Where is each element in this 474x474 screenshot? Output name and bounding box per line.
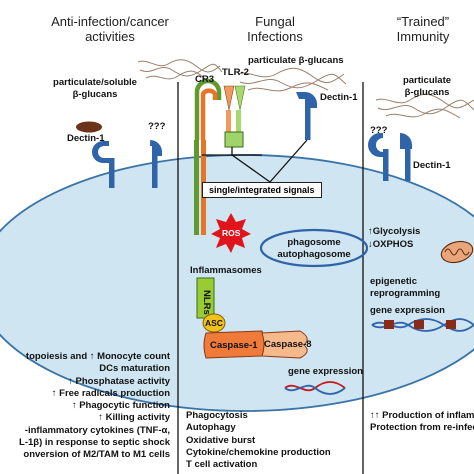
tlr2-label: TLR-2 (222, 67, 249, 78)
glycolysis-label: ↑Glycolysis (368, 226, 421, 237)
outcome-middle-item: Phagocytosis (186, 410, 248, 421)
glucans-right-line2: β-glucans (404, 86, 450, 98)
glucans-middle-label: particulate β-glucans (248, 55, 344, 66)
glucan-strands-left (137, 59, 223, 81)
outcome-left-item: L-1β) in response to septic shock (19, 437, 170, 449)
glucans-left-line1: particulate/soluble (53, 77, 137, 88)
epigenetic-label: epigenetic reprogramming (370, 276, 440, 299)
outcome-left-item: ↑ Killing activity (98, 412, 170, 424)
caspase8-shape (261, 330, 308, 359)
unknown-receptor-right (368, 133, 389, 181)
outcome-middle-item: T cell activation (186, 459, 258, 471)
unknown-left-label: ??? (148, 121, 166, 132)
signal-lines (202, 139, 308, 183)
outcomes-middle-list: Phagocytosis Autophagy Oxidative burst C… (186, 410, 331, 471)
outcome-right-item: ↑↑ Production of inflam (370, 410, 474, 421)
epigenetic-line1: epigenetic (370, 276, 417, 287)
asc-oval (202, 313, 226, 333)
phagosome-label: phagosome autophagosome (274, 237, 354, 260)
glucan-particle (76, 121, 102, 133)
ros-burst (211, 213, 251, 253)
asc-label: ASC (205, 318, 223, 328)
caspase1-label: Caspase-1 (210, 340, 258, 351)
glucan-strands-middle (237, 67, 347, 92)
header-left: Anti-infection/cancer activities (30, 14, 190, 44)
unknown-receptor-left (150, 140, 162, 188)
epigenetic-line2: reprogramming (370, 287, 441, 299)
signals-box: single/integrated signals (202, 182, 322, 198)
unknown-right-label: ??? (370, 125, 388, 136)
outcome-left-item: ↑ Phosphatase activity (68, 375, 170, 387)
dectin-left-label: Dectin-1 (67, 133, 105, 144)
header-middle-line2: Infections (247, 29, 303, 44)
caspase8-label: Caspase-8 (264, 339, 312, 350)
tlr2-receptor (223, 85, 246, 148)
gene-expression-middle-label: gene expression (288, 366, 363, 377)
outcome-middle-item: Oxidative burst (186, 434, 256, 446)
glucan-strands-right (375, 93, 474, 119)
outcomes-right-list: ↑↑ Production of inflam Protection from … (370, 410, 474, 435)
header-right-line1: “Trained” (396, 14, 450, 29)
outcome-left-item: -inflammatory cytokines (TNF-α, (24, 424, 170, 436)
outcome-middle-item: Cytokine/chemokine production (186, 446, 331, 458)
header-right: “Trained” Immunity (378, 14, 468, 44)
header-middle-line1: Fungal (255, 14, 295, 29)
phagosome-oval (259, 228, 369, 268)
outcome-left-item: DCs maturation (99, 363, 170, 375)
outcome-left-item: ↑ Phagocytic function (71, 400, 170, 412)
nlrs-label: NLRs (201, 290, 212, 315)
mitochondrion (440, 240, 474, 264)
phagosome-line2: autophagosome (277, 248, 351, 260)
gene-expression-right-label: gene expression (370, 305, 445, 316)
dectin-middle-label: Dectin-1 (320, 92, 358, 103)
header-left-line1: Anti-infection/cancer (51, 14, 169, 29)
ros-label: ROS (222, 228, 241, 238)
inflammasomes-label: Inflammasomes (190, 265, 262, 276)
dectin1-middle-receptor (296, 92, 317, 140)
header-right-line2: Immunity (396, 29, 450, 44)
outcome-left-item: onversion of M2/TAM to M1 cells (23, 449, 170, 461)
outcome-right-item: Protection from re-infect (370, 422, 474, 434)
header-middle: Fungal Infections (220, 14, 330, 44)
dectin1-left-receptor (92, 141, 115, 188)
dectin1-right-receptor (400, 133, 412, 181)
glucans-left-line2: β-glucans (72, 88, 118, 100)
outcome-left-item: topoiesis and ↑ Monocyte count (25, 351, 170, 362)
header-left-line2: activities (85, 29, 135, 44)
outcome-middle-item: Autophagy (186, 422, 236, 434)
phagosome-line1: phagosome (287, 237, 341, 248)
cr3-label: CR3 (195, 74, 215, 85)
glucans-right-label: particulate β-glucans (396, 75, 458, 98)
nlr-complex (196, 277, 215, 319)
dna-helix-right (371, 318, 474, 332)
dna-helix-middle (284, 381, 346, 395)
glucans-right-line1: particulate (402, 75, 452, 86)
glucans-left-label: particulate/soluble β-glucans (40, 77, 150, 100)
outcomes-left-list: topoiesis and ↑ Monocyte count DCs matur… (0, 351, 170, 462)
oxphos-label: ↓OXPHOS (368, 239, 414, 250)
outcome-left-item: ↑ Free radicals production (51, 387, 170, 399)
dectin-right-label: Dectin-1 (413, 160, 451, 171)
